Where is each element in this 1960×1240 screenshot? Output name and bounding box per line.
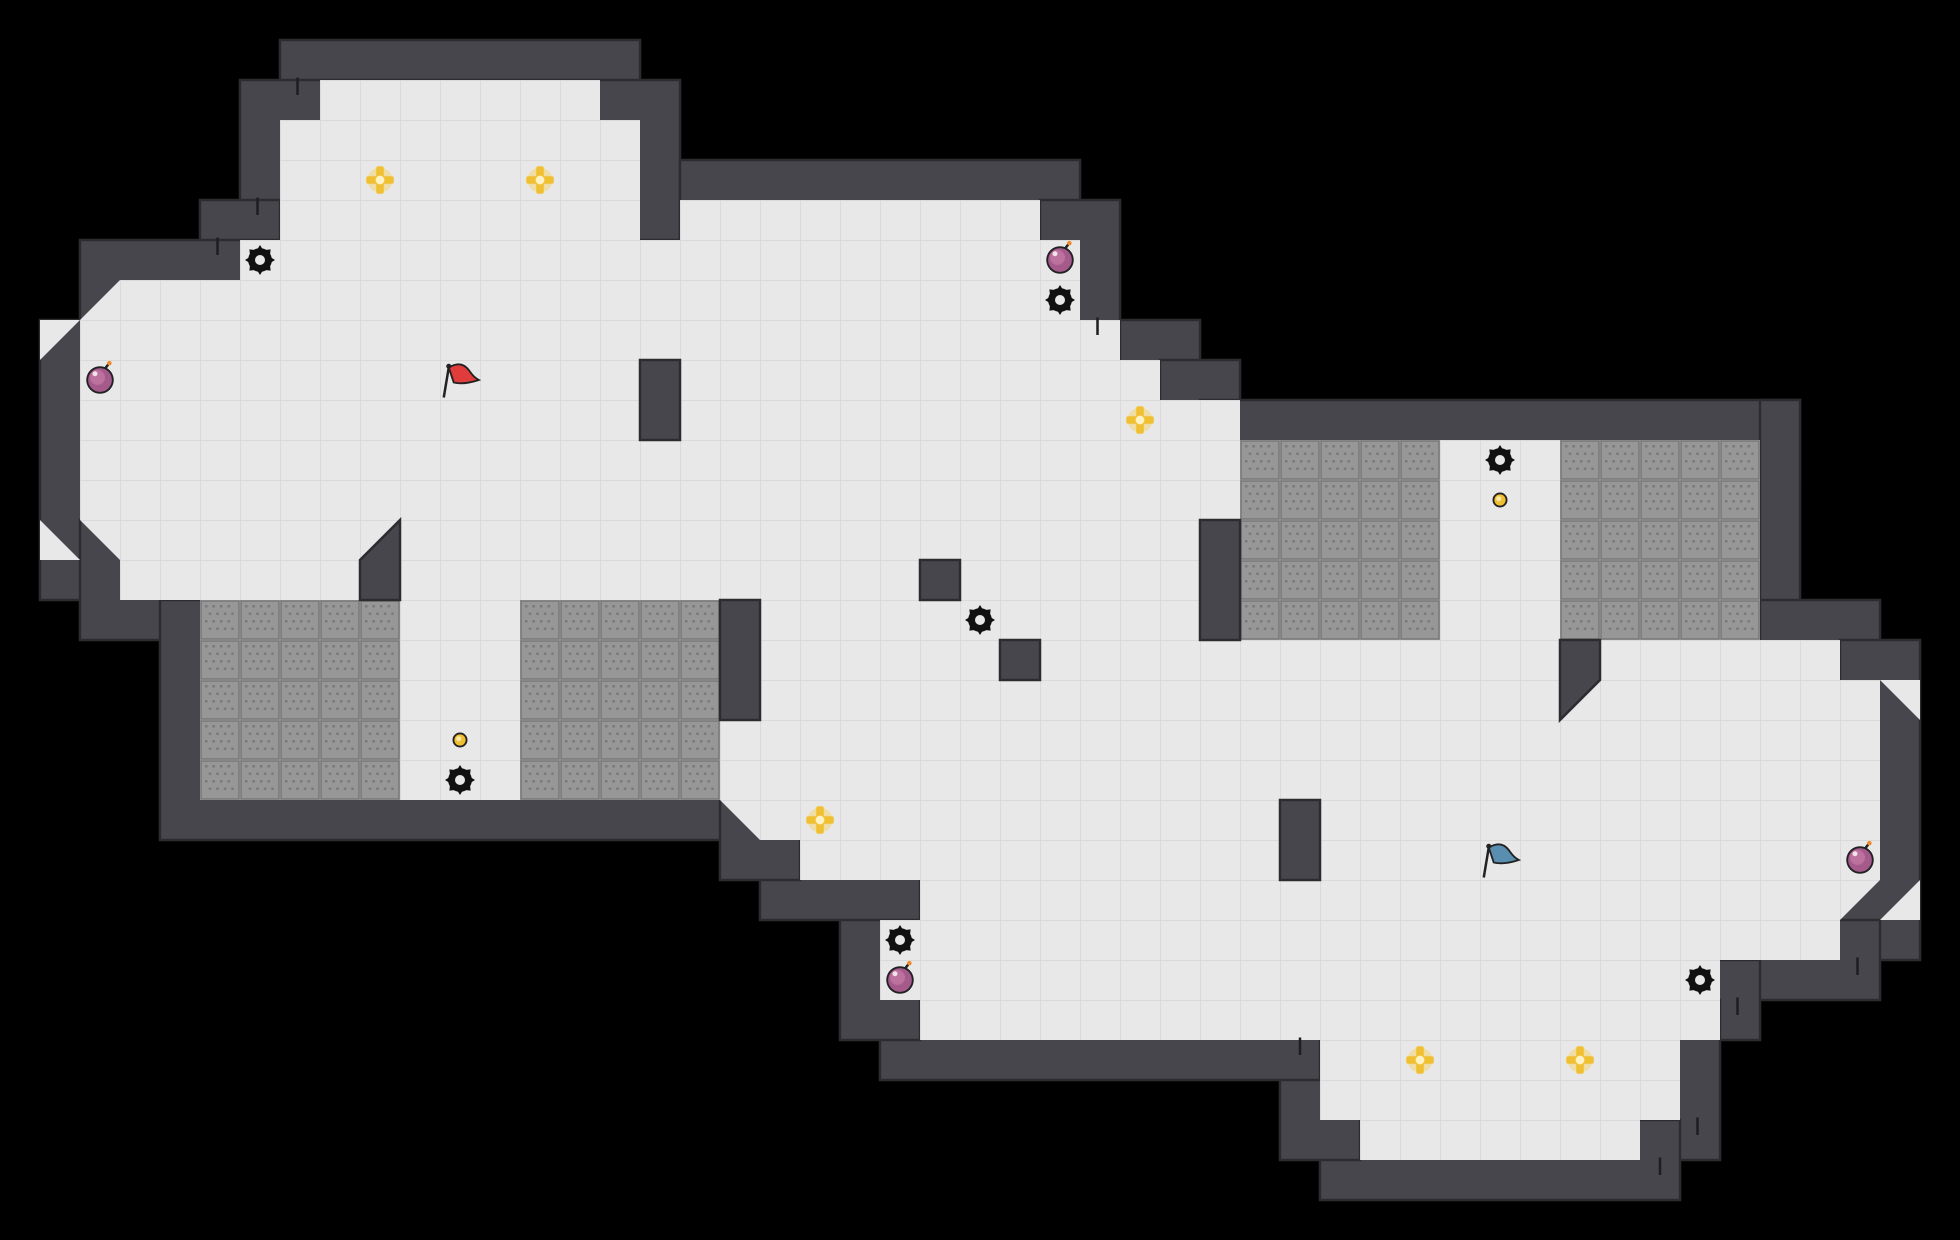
boost-icon[interactable] [1492,492,1508,508]
spike-icon [965,605,995,635]
map-structure [38,38,1922,1202]
spike-icon [445,765,475,795]
floor [80,80,1880,1160]
spike-icon [885,925,915,955]
boost-icon[interactable] [452,732,468,748]
spike-icon [245,245,275,275]
pit-tiles [200,440,1760,800]
blue-flag-icon[interactable] [1482,843,1522,878]
wall-dashes [216,77,1859,1175]
red-flag-icon[interactable] [442,363,482,398]
edge-notches [40,320,1920,920]
spike-icon [1685,965,1715,995]
spike-icon [1485,445,1515,475]
entities [85,166,1875,1074]
spike-icon [1045,285,1075,315]
interior-walls [358,358,1602,882]
